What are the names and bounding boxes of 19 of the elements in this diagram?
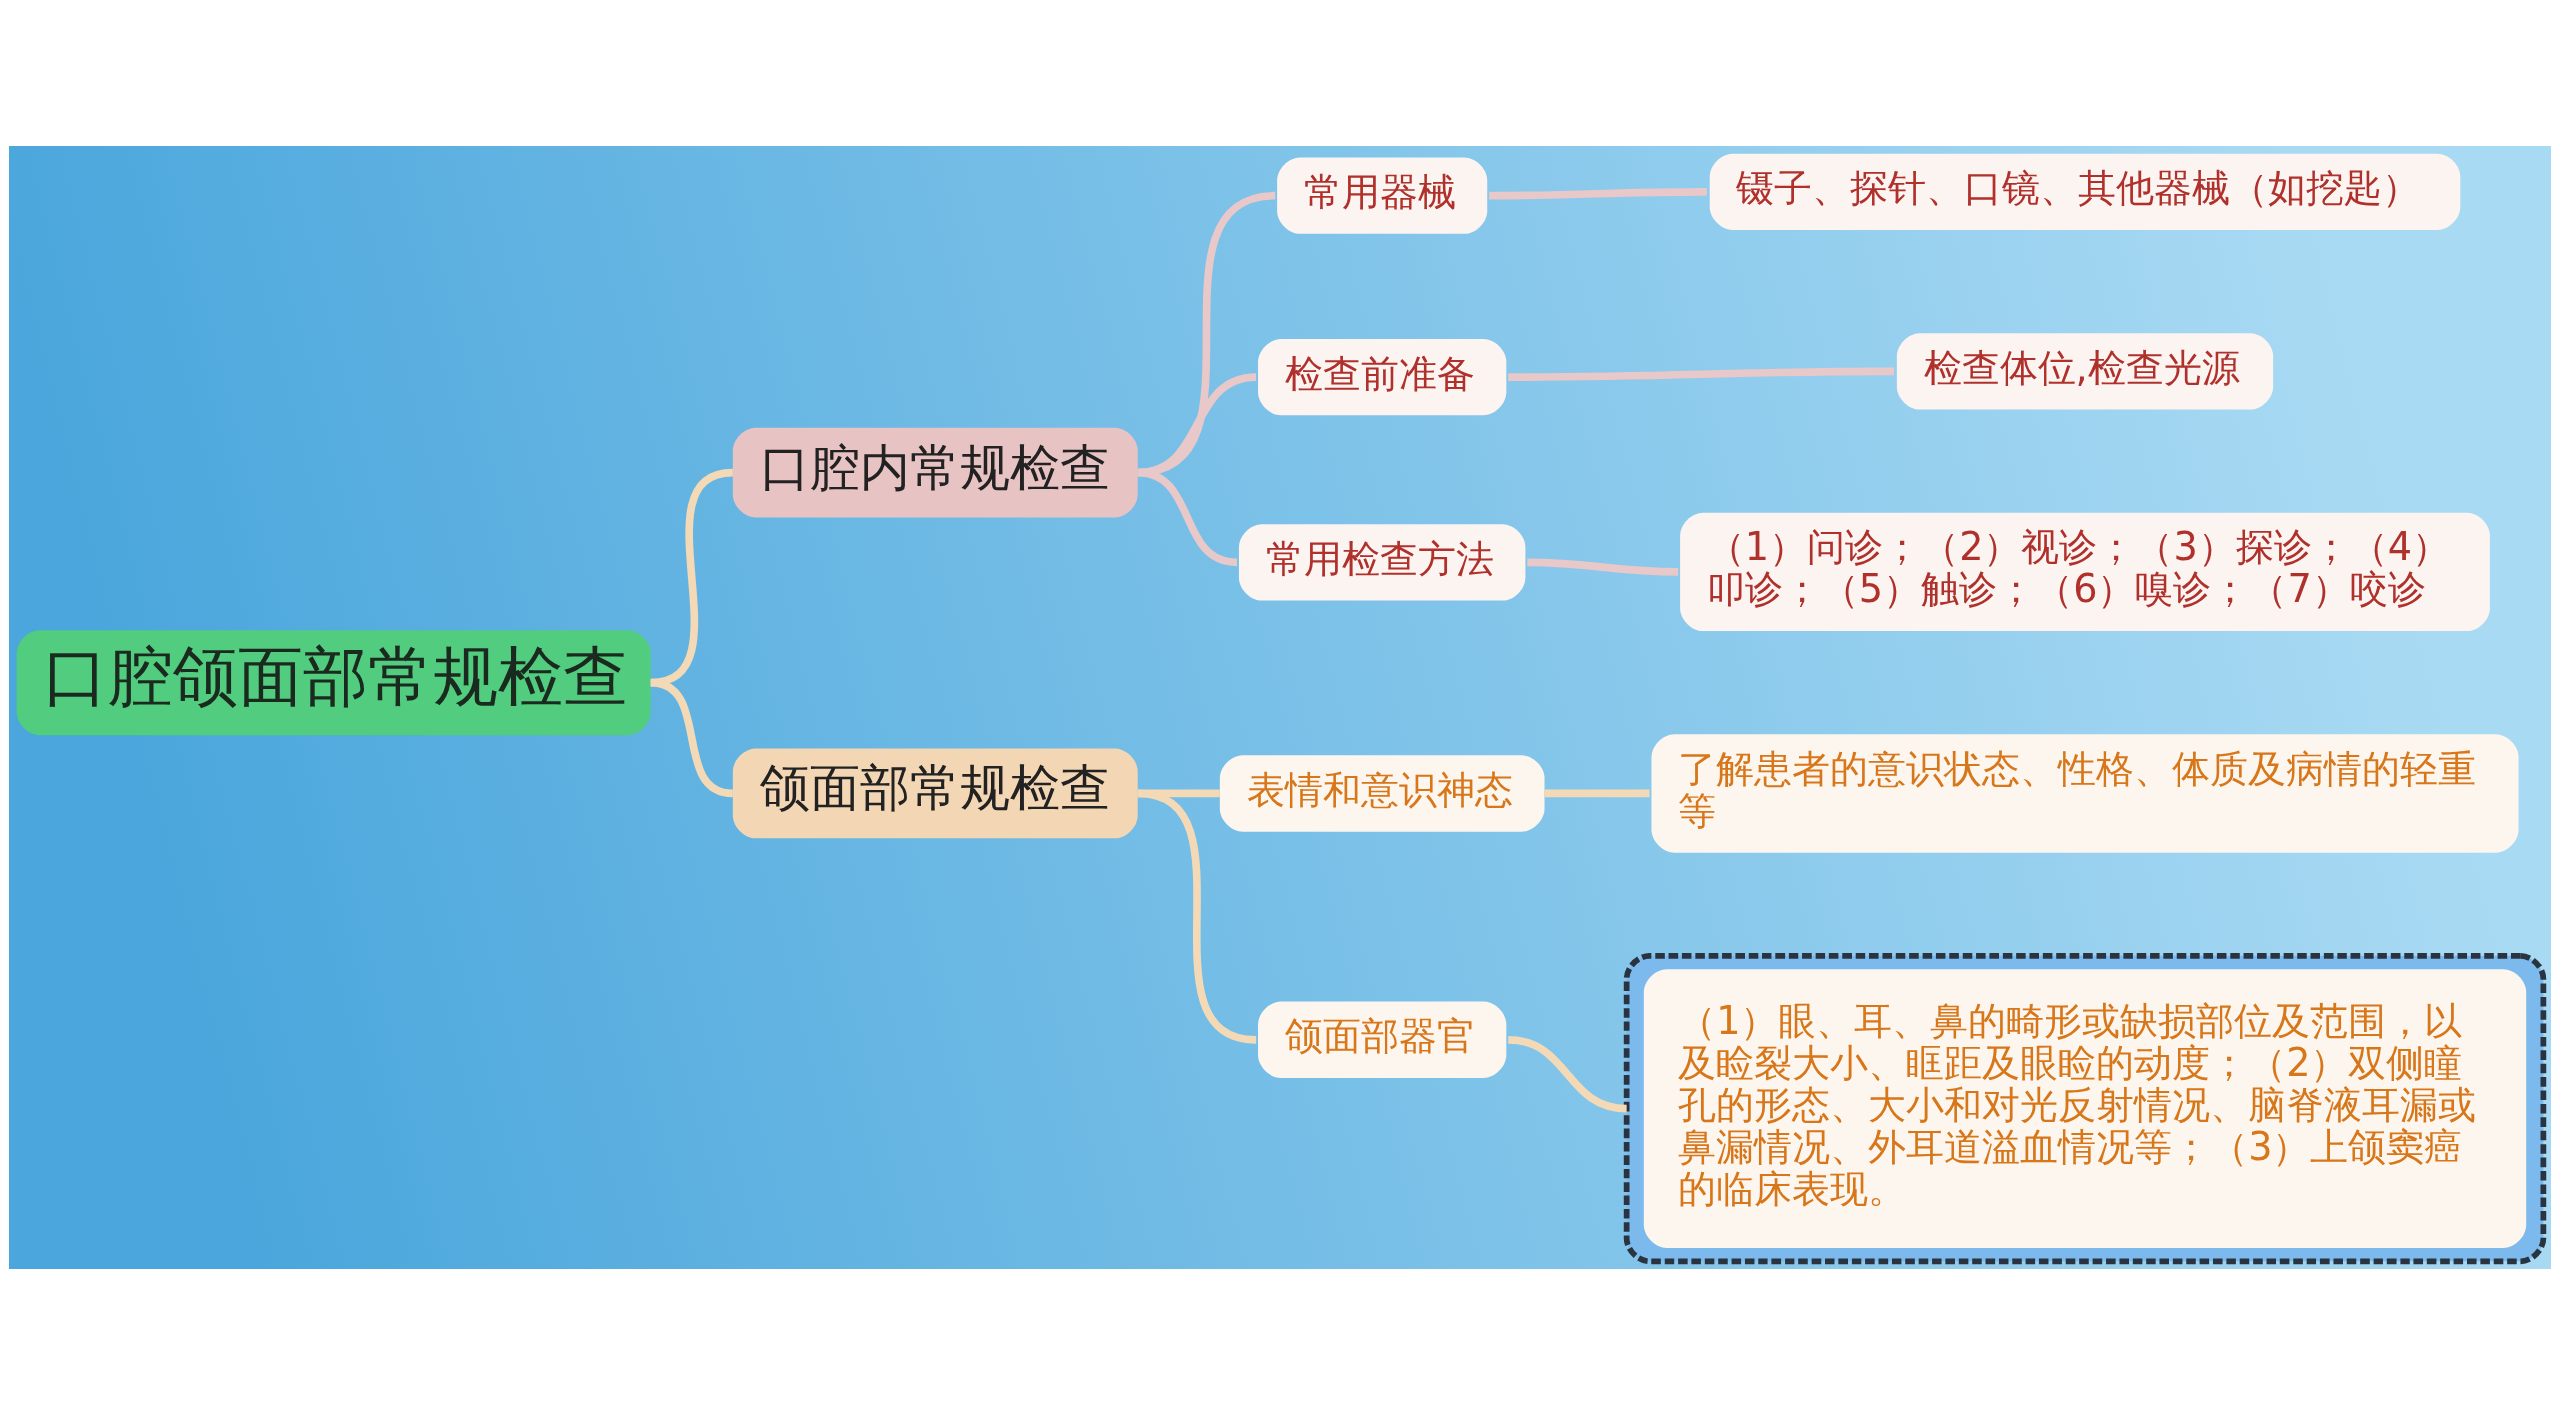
node-box: 表情和意识神态 [1219,755,1545,832]
connector [1137,789,1257,1044]
connector [1527,558,1679,576]
connector [1508,367,1895,381]
connector [1137,468,1238,567]
node-box: 检查前准备 [1258,338,1507,416]
node-box: （1）问诊；（2）视诊；（3）探诊；（4）叩诊；（5）触诊；（6）嗅诊；（7）咬诊 [1680,512,2490,632]
node-box: 口腔颌面部常规检查 [16,630,651,736]
node-box: 常用检查方法 [1238,524,1526,601]
node-box: （1）眼、耳、鼻的畸形或缺损部位及范围，以及睑裂大小、眶距及眼睑的动度；（2）双侧瞳孔的形态、大小和对光反射情况、脑脊液耳漏或鼻漏情况、外耳道溢血情况等；（3）上颌窦癌的临床表现。 [1623,952,2547,1265]
node-box: 口腔内常规检查 [732,427,1138,518]
connector [1544,789,1650,798]
node-box: 镊子、探针、口镜、其他器械（如挖匙） [1709,153,2461,231]
node-box: 检查体位,检查光源 [1896,333,2274,410]
node-box: 常用器械 [1277,157,1488,234]
connector [1507,1036,1627,1113]
node-box: 颌面部常规检查 [732,748,1138,839]
node-box: 颌面部器官 [1258,1001,1507,1078]
node-box: 了解患者的意识状态、性格、体质及病情的轻重等 [1651,734,2519,853]
